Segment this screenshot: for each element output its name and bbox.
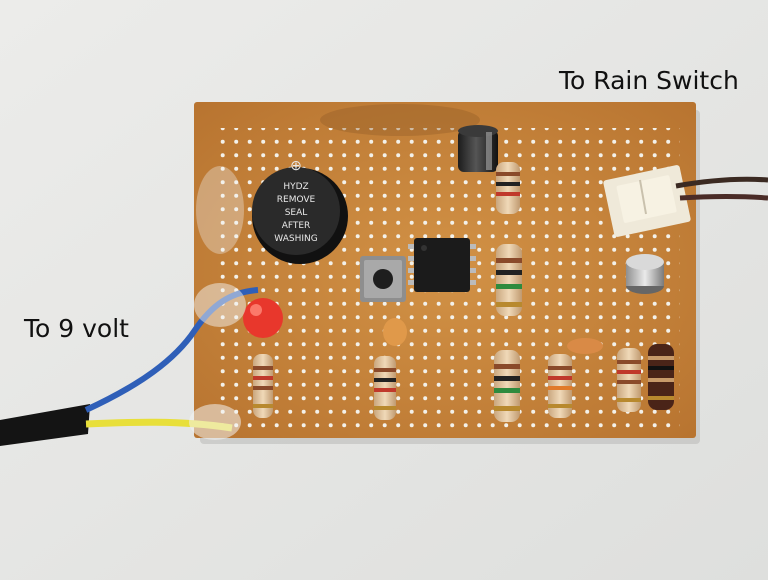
resistor-6 [548, 354, 572, 418]
glue-blob-3 [196, 166, 244, 254]
rain-switch-connector [603, 165, 691, 237]
buzzer-text-line4: AFTER [282, 221, 311, 231]
electrolytic-capacitor [458, 125, 498, 172]
buzzer-plus-mark: ⊕ [290, 157, 302, 173]
battery-label: To 9 volt [24, 314, 129, 343]
buzzer-text-line5: WASHING [274, 234, 317, 244]
resistor-8 [648, 344, 674, 410]
push-button [360, 256, 406, 302]
resistor-2 [374, 356, 396, 420]
board-burn-mark [320, 104, 480, 136]
resistor-1 [253, 354, 273, 418]
rain-switch-wire-1 [675, 176, 768, 189]
rain-switch-wire-2 [679, 194, 768, 201]
buzzer-text-line1: HYDZ [283, 182, 308, 192]
ceramic-capacitor-2 [567, 338, 603, 354]
red-led [243, 298, 283, 338]
ceramic-capacitor-1 [383, 318, 407, 346]
ic-chip [408, 238, 476, 292]
glue-blob-2 [194, 283, 246, 327]
resistor-7 [617, 348, 641, 412]
rain-switch-label: To Rain Switch [559, 66, 739, 95]
buzzer: ⊕ HYDZ REMOVE SEAL AFTER WASHING [252, 157, 348, 264]
transistor [626, 254, 664, 294]
glue-blob-1 [189, 404, 241, 440]
resistor-4 [496, 244, 522, 316]
buzzer-text-line2: REMOVE [277, 195, 316, 205]
buzzer-text-line3: SEAL [285, 208, 308, 218]
resistor-5 [494, 350, 520, 422]
battery-cable-sheath [0, 404, 90, 446]
resistor-3 [496, 162, 520, 214]
